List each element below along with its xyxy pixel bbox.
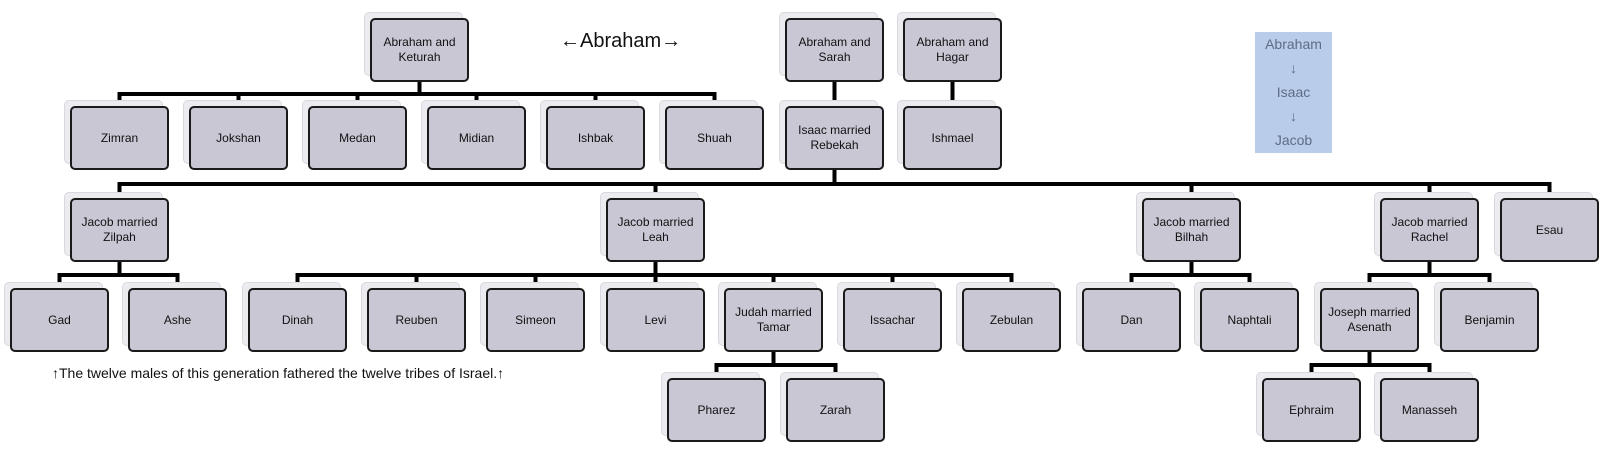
node-reuben[interactable]: Reuben xyxy=(367,288,466,352)
node-levi[interactable]: Levi xyxy=(606,288,705,352)
twelve-tribes-note: ↑The twelve males of this generation fat… xyxy=(52,365,505,381)
node-issachar[interactable]: Issachar xyxy=(843,288,942,352)
node-pharez[interactable]: Pharez xyxy=(667,378,766,442)
node-jacob-married-leah[interactable]: Jacob married Leah xyxy=(606,198,705,262)
node-jacob-married-rachel[interactable]: Jacob married Rachel xyxy=(1380,198,1479,262)
lineage-arrow-1: ↓ xyxy=(1290,60,1297,76)
node-jacob-married-bilhah[interactable]: Jacob married Bilhah xyxy=(1142,198,1241,262)
node-simeon[interactable]: Simeon xyxy=(486,288,585,352)
node-zarah[interactable]: Zarah xyxy=(786,378,885,442)
node-zebulan[interactable]: Zebulan xyxy=(962,288,1061,352)
node-zimran[interactable]: Zimran xyxy=(70,106,169,170)
node-joseph-married-asenath[interactable]: Joseph married Asenath xyxy=(1320,288,1419,352)
node-abraham-and-keturah[interactable]: Abraham and Keturah xyxy=(370,18,469,82)
node-jokshan[interactable]: Jokshan xyxy=(189,106,288,170)
node-ishmael[interactable]: Ishmael xyxy=(903,106,1002,170)
lineage-abraham: Abraham xyxy=(1265,36,1322,52)
node-dan[interactable]: Dan xyxy=(1082,288,1181,352)
node-dinah[interactable]: Dinah xyxy=(248,288,347,352)
node-gad[interactable]: Gad xyxy=(10,288,109,352)
lineage-box: Abraham ↓ Isaac ↓ Jacob xyxy=(1255,32,1332,153)
node-abraham-and-hagar[interactable]: Abraham and Hagar xyxy=(903,18,1002,82)
node-abraham-and-sarah[interactable]: Abraham and Sarah xyxy=(785,18,884,82)
node-isaac-married-rebekah[interactable]: Isaac married Rebekah xyxy=(785,106,884,170)
node-ishbak[interactable]: Ishbak xyxy=(546,106,645,170)
node-benjamin[interactable]: Benjamin xyxy=(1440,288,1539,352)
node-shuah[interactable]: Shuah xyxy=(665,106,764,170)
node-jacob-married-zilpah[interactable]: Jacob married Zilpah xyxy=(70,198,169,262)
node-medan[interactable]: Medan xyxy=(308,106,407,170)
node-naphtali[interactable]: Naphtali xyxy=(1200,288,1299,352)
abraham-caption: ←Abraham→ xyxy=(560,30,682,52)
node-midian[interactable]: Midian xyxy=(427,106,526,170)
lineage-isaac: Isaac xyxy=(1276,84,1311,100)
node-esau[interactable]: Esau xyxy=(1500,198,1599,262)
node-ashe[interactable]: Ashe xyxy=(128,288,227,352)
lineage-arrow-2: ↓ xyxy=(1290,108,1297,124)
node-judah-married-tamar[interactable]: Judah married Tamar xyxy=(724,288,823,352)
node-ephraim[interactable]: Ephraim xyxy=(1262,378,1361,442)
node-manasseh[interactable]: Manasseh xyxy=(1380,378,1479,442)
lineage-jacob: Jacob xyxy=(1274,132,1313,148)
